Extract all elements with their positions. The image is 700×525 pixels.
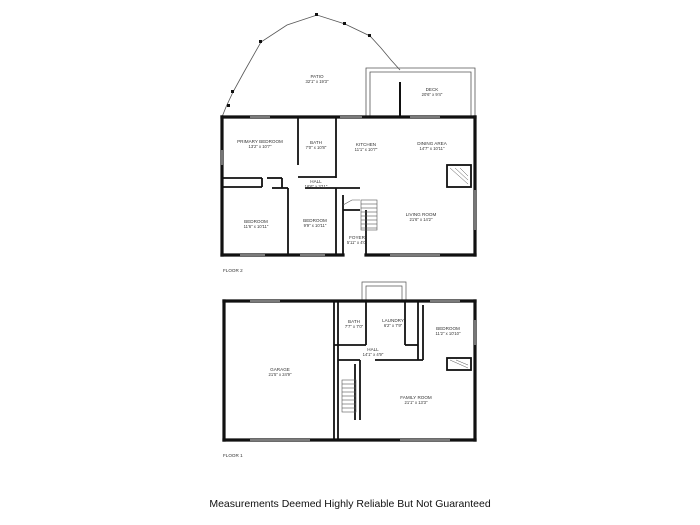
room-name: PRIMARY BEDROOM [237,139,283,144]
room-dimensions: 6'2" x 7'9" [384,323,403,328]
room-name: FOYER [349,235,366,240]
room-name: BATH [310,140,322,145]
room-dimensions: 5'11" x 4'0" [347,240,368,245]
room-name: HALL [310,179,322,184]
room-name: HALL [367,347,379,352]
room-dimensions: 20'6" x 9'4" [422,92,443,97]
room-dimensions: 14'7" x 10'11" [420,146,445,151]
floor-1-fireplace [446,357,472,371]
room-name: BEDROOM [303,218,327,223]
room-dimensions: 7'0" x 10'8" [306,145,327,150]
floor-1-plan: FLOOR 1 [222,281,477,458]
floor-1-landing [361,281,407,300]
room-name: BEDROOM [244,219,268,224]
room-dimensions: 21'1" x 13'3" [405,400,428,405]
room-name: BATH [348,319,360,324]
floor-2-plan: FLOOR 2 [220,13,477,273]
room-dimensions: 14'1" x 4'9" [363,352,384,357]
room-dimensions: 21'5" x 24'9" [269,372,292,377]
patio-posts [227,13,371,107]
room-name: DECK [426,87,440,92]
floor-2-fireplace [446,164,472,188]
room-dimensions: 16'6" x 3'11" [305,184,328,189]
floor-1-interior-walls [333,301,424,440]
floor-1-label: FLOOR 1 [223,453,243,458]
room-name: LAUNDRY [382,318,404,323]
room-name: GARAGE [270,367,290,372]
room-dimensions: 11'1" x 10'7" [355,147,378,152]
floor-2-label: FLOOR 2 [223,268,243,273]
patio-outline [221,14,401,118]
room-dimensions: 11'2" x 10'10" [436,331,461,336]
room-dimensions: 9'9" x 10'11" [304,223,327,228]
room-name: PATIO [310,74,324,79]
room-name: DINING AREA [417,141,448,146]
floor-2-openings [221,116,476,256]
room-dimensions: 21'6" x 14'2" [410,217,433,222]
room-dimensions: 11'6" x 10'11" [244,224,269,229]
room-name: FAMILY ROOM [400,395,432,400]
room-name: KITCHEN [356,142,376,147]
room-name: LIVING ROOM [406,212,437,217]
floor-1-openings [250,300,476,441]
room-dimensions: 7'7" x 7'0" [345,324,364,329]
room-dimensions: 13'2" x 10'7" [249,144,272,149]
disclaimer-text: Measurements Deemed Highly Reliable But … [209,498,491,510]
floor-2-stairs [342,199,378,231]
room-dimensions: 32'1" x 19'3" [306,79,329,84]
room-name: BEDROOM [436,326,460,331]
floor-1-stairs [341,379,357,413]
deck-outline [365,67,476,117]
floor-2-interior-walls [222,117,367,255]
